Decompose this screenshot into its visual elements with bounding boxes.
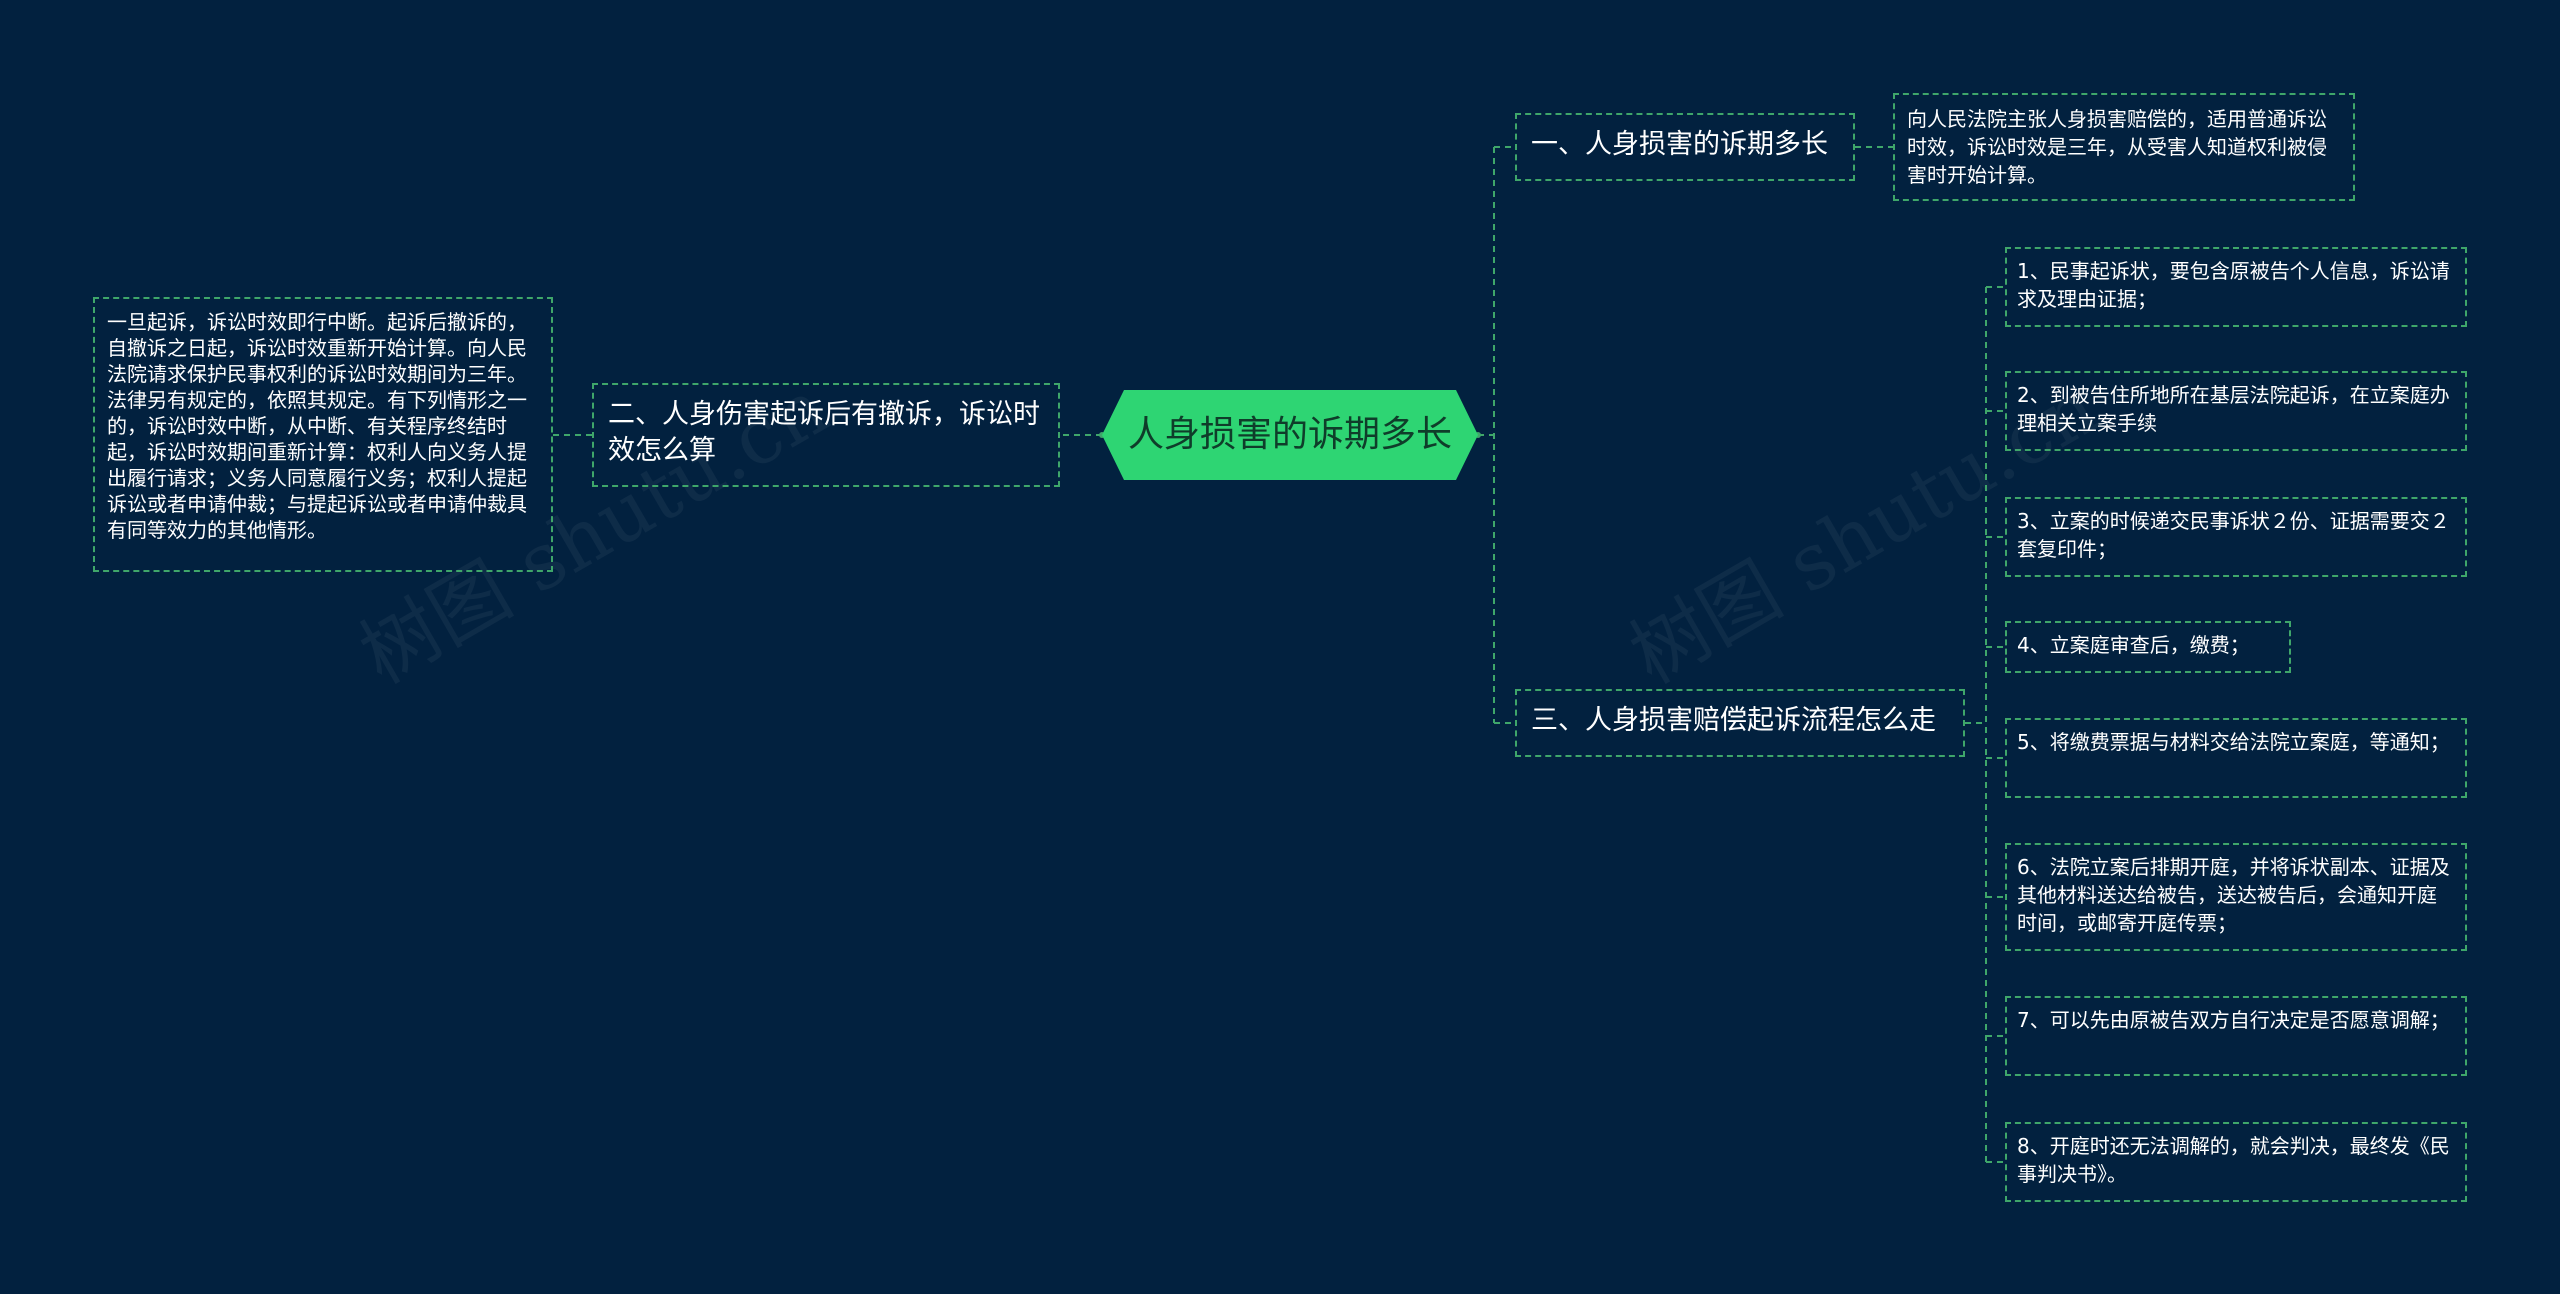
- leaf-node-1[interactable]: 向人民法院主张人身损害赔偿的，适用普通诉讼时效，诉讼时效是三年，从受害人知道权利…: [1893, 93, 2355, 201]
- center-node[interactable]: 人身损害的诉期多长: [1102, 390, 1478, 480]
- step-node-4[interactable]: 4、立案庭审查后，缴费；: [2005, 621, 2291, 673]
- step-node-6[interactable]: 6、法院立案后排期开庭，并将诉状副本、证据及其他材料送达给被告，送达被告后，会通…: [2005, 843, 2467, 951]
- step-node-2[interactable]: 2、到被告住所地所在基层法院起诉，在立案庭办理相关立案手续: [2005, 371, 2467, 451]
- step-node-5[interactable]: 5、将缴费票据与材料交给法院立案庭，等通知；: [2005, 718, 2467, 798]
- step-node-3[interactable]: 3、立案的时候递交民事诉状２份、证据需要交２套复印件；: [2005, 497, 2467, 577]
- step-node-8[interactable]: 8、开庭时还无法调解的，就会判决，最终发《民事判决书》。: [2005, 1122, 2467, 1202]
- step-node-1[interactable]: 1、民事起诉状，要包含原被告个人信息，诉讼请求及理由证据；: [2005, 247, 2467, 327]
- step-node-7[interactable]: 7、可以先由原被告双方自行决定是否愿意调解；: [2005, 996, 2467, 1076]
- branch-node-2[interactable]: 二、人身伤害起诉后有撤诉，诉讼时效怎么算: [592, 383, 1060, 487]
- branch-node-1[interactable]: 一、人身损害的诉期多长: [1515, 113, 1855, 181]
- branch-node-3[interactable]: 三、人身损害赔偿起诉流程怎么走: [1515, 689, 1965, 757]
- leaf-node-2[interactable]: 一旦起诉，诉讼时效即行中断。起诉后撤诉的，自撤诉之日起，诉讼时效重新开始计算。向…: [93, 297, 553, 572]
